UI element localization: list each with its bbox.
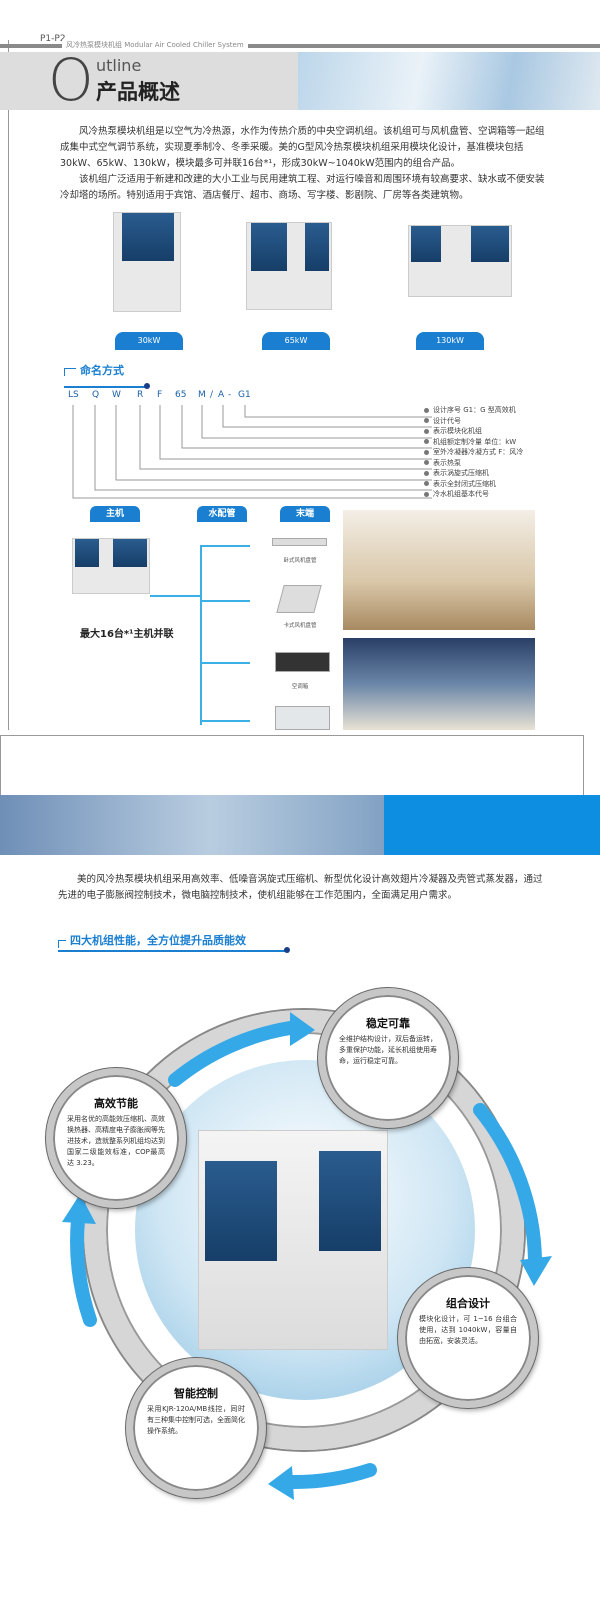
code-part: / (210, 390, 214, 400)
tab-terminal: 末端 (280, 506, 330, 522)
tab-pipe: 水配管 (197, 506, 247, 522)
page-divider (0, 735, 584, 797)
blue-banner-block (384, 795, 600, 855)
naming-descriptions: 设计序号 G1：G 型高效机 设计代号 表示模块化机组 机组额定制冷量 单位：k… (424, 405, 523, 500)
code-part: - (228, 390, 232, 400)
model-code: LS Q W R F 65 M / A - G1 (0, 390, 300, 404)
feature-text: 采用名优的高能效压缩机、高效换热器、高精度电子膨胀阀等先进技术，造就整系列机组均… (67, 1115, 165, 1167)
arrow-arc (473, 1103, 542, 1267)
restaurant-photo (343, 510, 535, 630)
product-label: 30kW (115, 332, 183, 350)
heading-underline (58, 950, 288, 952)
feature-text: 模块化设计，可 1~16 台组合使用，达到 1040kW，容量自由拓宽，安装灵活… (419, 1315, 517, 1345)
header-rule (0, 44, 600, 48)
code-part: W (112, 390, 121, 400)
heading-underline (64, 386, 146, 388)
page-number: P1-P2 (40, 34, 66, 44)
title-rest: utline (96, 56, 142, 75)
arrow-head (62, 1194, 96, 1224)
page2-intro: 美的风冷热泵模块机组采用高效率、低噪音涡旋式压缩机、新型优化设计高效翅片冷凝器及… (58, 874, 543, 901)
heading-bracket (64, 368, 76, 376)
intro-paragraph: 风冷热泵模块机组是以空气为冷热源，水作为传热介质的中央空调机组。该机组可与风机盘… (60, 126, 545, 169)
pipe (200, 662, 250, 664)
naming-desc: 表示涡旋式压缩机 (424, 468, 523, 479)
feature-smart-control: 智能控制 采用KJR-120A/MB线控，同时有三种集中控制可选，全面简化操作系… (126, 1358, 266, 1498)
naming-desc: 设计序号 G1：G 型高效机 (424, 405, 523, 416)
heading-bracket (58, 940, 66, 948)
naming-connector-lines (72, 405, 432, 499)
feature-title: 高效节能 (94, 1097, 138, 1110)
feature-reliable: 稳定可靠 全维护结构设计，双后备运转，多重保护功能，延长机组使用寿命，运行稳定可… (318, 988, 458, 1128)
naming-desc: 表示模块化机组 (424, 426, 523, 437)
code-part: R (137, 390, 144, 400)
page-title: 产品概述 (96, 80, 180, 104)
arrow-head (290, 1012, 315, 1046)
naming-desc: 设计代号 (424, 416, 523, 427)
feature-efficient: 高效节能 采用名优的高能效压缩机、高效换热器、高精度电子膨胀阀等先进技术，造就整… (46, 1068, 186, 1208)
feature-combination: 组合设计 模块化设计，可 1~16 台组合使用，达到 1040kW，容量自由拓宽… (398, 1268, 538, 1408)
tab-host: 主机 (90, 506, 140, 522)
running-title: 风冷热泵模块机组 Modular Air Cooled Chiller Syst… (62, 40, 248, 50)
code-part: Q (92, 390, 100, 400)
terminal-label: 卧式风机盘管 (283, 558, 317, 564)
chiller-unit-image (198, 1130, 388, 1350)
feature-title: 智能控制 (174, 1387, 218, 1400)
margin-line (8, 40, 9, 730)
feature-title: 组合设计 (446, 1297, 490, 1310)
pipe (200, 545, 202, 725)
air-handler-image (275, 652, 330, 672)
product-label: 130kW (416, 332, 484, 350)
product-image-65kw (246, 222, 332, 310)
code-part: G1 (238, 390, 251, 400)
terminal-label: 卡式风机盘管 (283, 623, 317, 629)
code-part: M (198, 390, 206, 400)
host-caption: 最大16台*¹主机并联 (80, 629, 174, 640)
sky-image (298, 52, 600, 110)
arrow-arc (70, 1213, 97, 1327)
terminal-label: 空调箱 (291, 684, 309, 690)
naming-desc: 室外冷凝器冷凝方式 F：风冷 (424, 447, 523, 458)
product-image-30kw (113, 212, 181, 312)
naming-title: 命名方式 (80, 364, 124, 377)
naming-desc: 表示热泵 (424, 458, 523, 469)
heading-dot (284, 947, 290, 953)
lobby-photo (343, 638, 535, 730)
cassette-fan-coil-image (276, 585, 322, 613)
feature-text: 全维护结构设计，双后备运转，多重保护功能，延长机组使用寿命，运行稳定可靠。 (339, 1035, 437, 1065)
pipe (200, 720, 250, 722)
arrow-head (520, 1256, 552, 1286)
heading-dot (144, 383, 150, 389)
feature-title: 稳定可靠 (366, 1017, 410, 1030)
code-part: 65 (175, 390, 187, 400)
product-label: 65kW (262, 332, 330, 350)
product-image-130kw (408, 225, 512, 297)
pipe (200, 600, 250, 602)
intro-paragraph: 该机组广泛适用于新建和改建的大小工业与民用建筑工程、对运行噪音和周围环境有较高要… (60, 174, 545, 201)
intro-text: 风冷热泵模块机组是以空气为冷热源，水作为传热介质的中央空调机组。该机组可与风机盘… (60, 124, 545, 204)
arrow-arc (283, 1463, 377, 1490)
features-heading: 四大机组性能，全方位提升品质能效 (70, 934, 246, 947)
code-part: LS (68, 390, 79, 400)
pipe (150, 595, 200, 597)
naming-desc: 冷水机组基本代号 (424, 489, 523, 500)
host-unit-image (72, 538, 150, 594)
naming-desc: 机组额定制冷量 单位：kW (424, 437, 523, 448)
feature-text: 采用KJR-120A/MB线控，同时有三种集中控制可选，全面简化操作系统。 (147, 1405, 245, 1435)
pipe (200, 545, 250, 547)
ducted-fan-coil-image (272, 538, 327, 546)
naming-desc: 表示全封闭式压缩机 (424, 479, 523, 490)
code-part: A (218, 390, 225, 400)
ahu-image (275, 706, 330, 730)
arrow-head (268, 1466, 294, 1500)
code-part: F (157, 390, 163, 400)
cycle-arrows (62, 1012, 552, 1500)
title-big-letter: O (48, 46, 94, 114)
arrow-arc (168, 1021, 297, 1087)
